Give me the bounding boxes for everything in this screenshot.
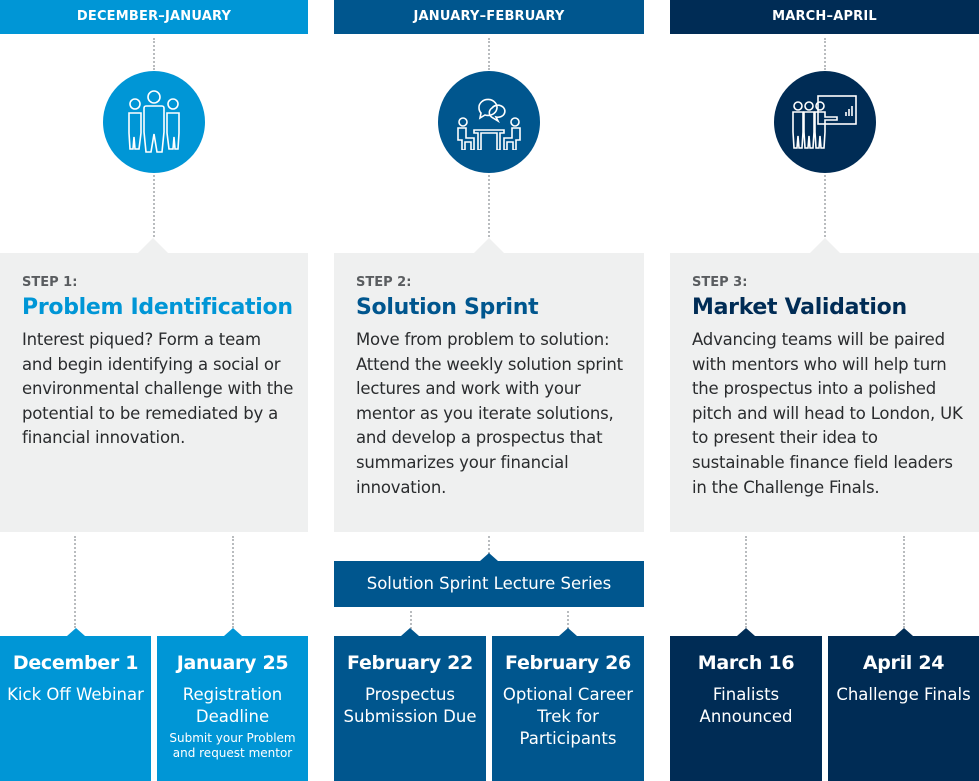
- event-card: March 16 Finalists Announced: [670, 628, 822, 781]
- connector-line: [488, 536, 490, 554]
- card-pointer: [223, 628, 242, 636]
- event-label: Prospectus Submission Due: [343, 685, 477, 726]
- card-pointer: [480, 553, 498, 561]
- connector-line: [824, 175, 826, 237]
- connector-line: [567, 611, 569, 629]
- step-title: Problem Identification: [22, 295, 293, 320]
- step-label: STEP 3:: [692, 275, 748, 290]
- step-card: STEP 2: Solution Sprint Move from proble…: [334, 238, 644, 532]
- step-description: Interest piqued? Form a team and begin i…: [22, 330, 294, 448]
- card-pointer: [894, 628, 913, 636]
- step-card: STEP 1: Problem Identification Interest …: [0, 238, 308, 532]
- card-pointer: [401, 628, 419, 636]
- card-pointer: [474, 238, 504, 253]
- event-subtext: Submit your Problem and request mentor: [169, 731, 296, 760]
- connector-line: [488, 175, 490, 237]
- connector-line: [488, 38, 490, 70]
- step-description: Advancing teams will be paired with ment…: [692, 330, 963, 497]
- event-label: Finalists Announced: [699, 685, 793, 726]
- phase-column-2: JANUARY–FEBRUARY STEP 2: Solution Sprint…: [334, 0, 644, 781]
- step-title: Solution Sprint: [356, 295, 539, 320]
- phase-header: MARCH–APRIL: [670, 0, 979, 34]
- connector-line: [745, 536, 747, 628]
- step-description: Move from problem to solution: Attend th…: [356, 330, 623, 497]
- connector-line: [153, 175, 155, 237]
- team-icon: [128, 90, 180, 153]
- step-card: STEP 3: Market Validation Advancing team…: [670, 238, 979, 532]
- event-card: February 22 Prospectus Submission Due: [334, 628, 486, 781]
- phase-icon-circle: [774, 71, 876, 173]
- event-date: January 25: [176, 652, 289, 674]
- phase-header: JANUARY–FEBRUARY: [334, 0, 644, 34]
- event-label: Registration Deadline: [182, 685, 283, 726]
- phase-header: DECEMBER–JANUARY: [0, 0, 308, 34]
- connector-line: [903, 536, 905, 628]
- event-date: February 22: [347, 652, 473, 674]
- phase-column-1: DECEMBER–JANUARY STEP 1: Problem Identif…: [0, 0, 308, 781]
- phase-column-3: MARCH–APRIL STEP 3: Market Validation Ad…: [670, 0, 979, 781]
- event-card: February 26 Optional Career Trek for Par…: [492, 628, 644, 781]
- event-date: April 24: [862, 652, 945, 674]
- lecture-series-label: Solution Sprint Lecture Series: [366, 574, 612, 593]
- event-date: December 1: [12, 652, 139, 674]
- event-card: January 25 Registration Deadline Submit …: [157, 628, 308, 781]
- presentation-icon: [792, 95, 857, 149]
- connector-line: [824, 38, 826, 70]
- event-label: Kick Off Webinar: [7, 685, 144, 704]
- event-card: April 24 Challenge Finals: [828, 628, 979, 781]
- phase-icon-circle: [103, 71, 205, 173]
- connector-line: [232, 536, 234, 628]
- card-pointer: [138, 238, 168, 253]
- card-pointer: [66, 628, 85, 636]
- event-label: Challenge Finals: [836, 685, 971, 704]
- step-label: STEP 1:: [22, 275, 78, 290]
- event-date: February 26: [505, 652, 631, 674]
- connector-line: [153, 38, 155, 70]
- card-pointer: [559, 628, 577, 636]
- connector-line: [410, 611, 412, 629]
- step-title: Market Validation: [692, 295, 907, 320]
- card-pointer: [810, 238, 840, 253]
- lecture-series-banner: Solution Sprint Lecture Series: [334, 553, 644, 607]
- step-label: STEP 2:: [356, 275, 412, 290]
- phase-icon-circle: [438, 71, 540, 173]
- event-date: March 16: [697, 652, 795, 674]
- meeting-icon: [457, 98, 521, 150]
- event-label: Optional Career Trek for Participants: [502, 685, 634, 748]
- event-card: December 1 Kick Off Webinar: [0, 628, 151, 781]
- card-pointer: [737, 628, 755, 636]
- connector-line: [74, 536, 76, 628]
